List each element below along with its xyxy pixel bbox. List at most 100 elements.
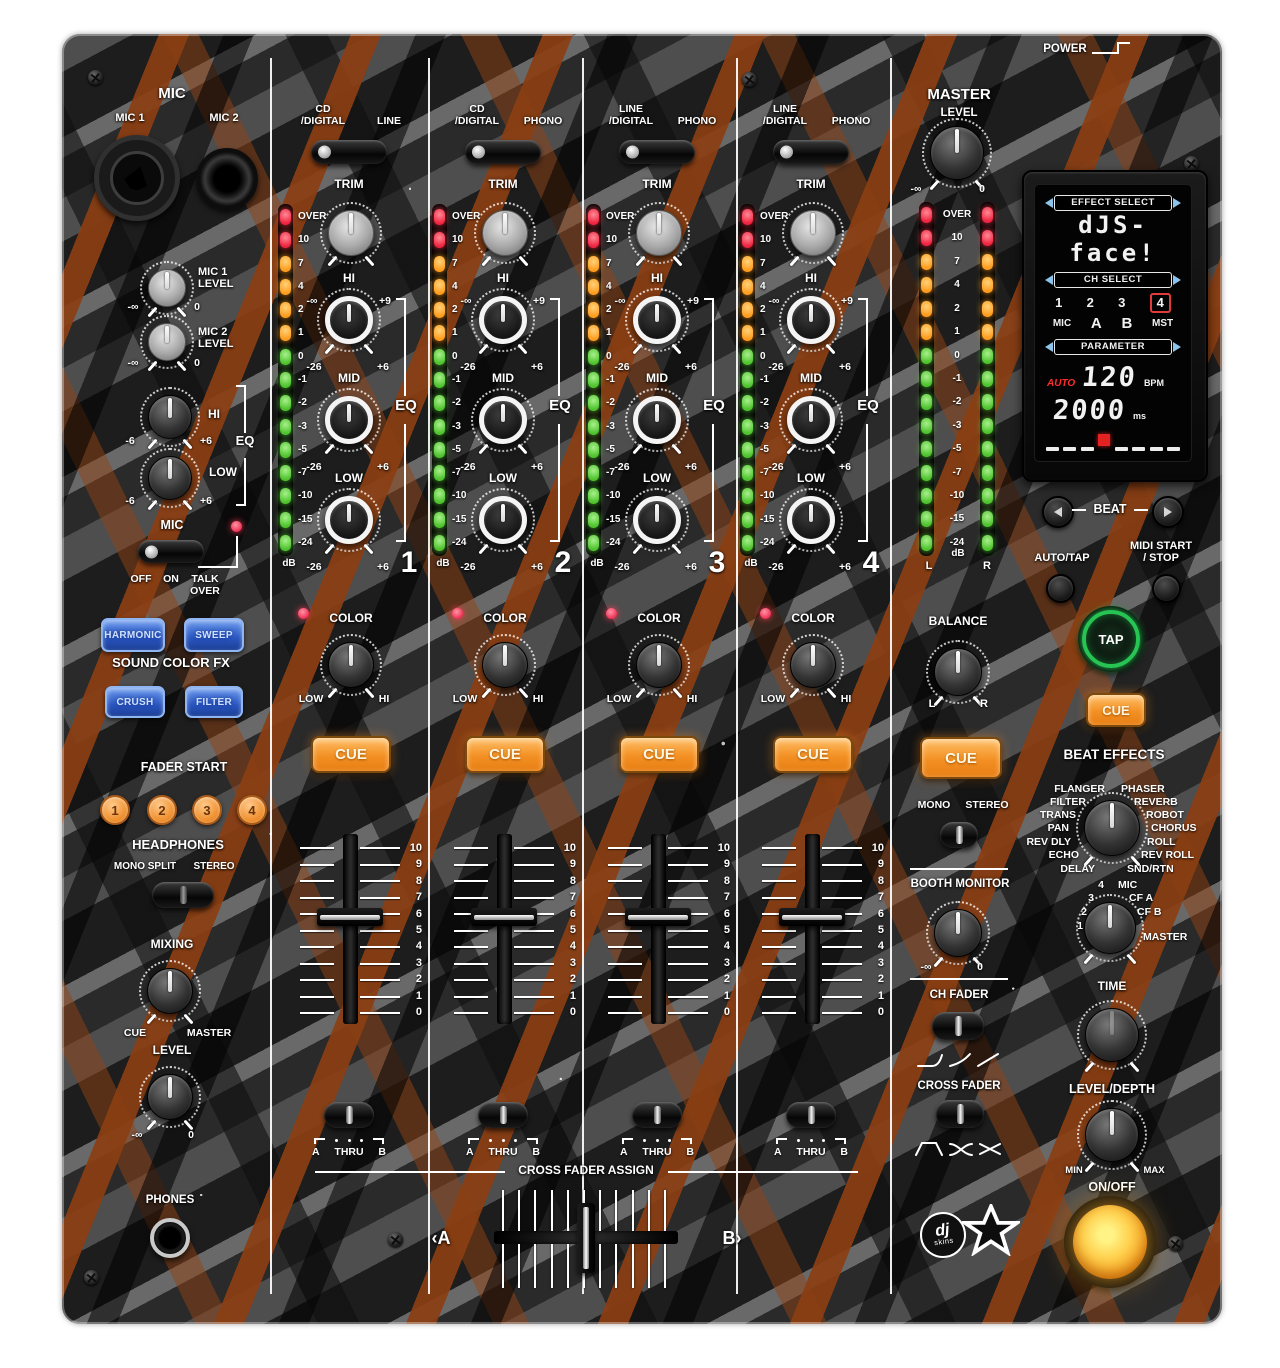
- input-source-left-label: LINE /DIGITAL: [608, 103, 654, 127]
- meter-scale-label: 2: [760, 304, 766, 316]
- eq-hi-knob[interactable]: [317, 288, 381, 355]
- crossfader-assign-switch[interactable]: [632, 1102, 682, 1128]
- mixing-knob[interactable]: [139, 960, 201, 1025]
- channel-level-meter: [278, 204, 293, 556]
- mic-onoff-switch[interactable]: [138, 540, 204, 563]
- fader-start-3[interactable]: 3: [192, 795, 222, 825]
- mic1-level-knob[interactable]: [140, 261, 194, 318]
- color-knob[interactable]: [474, 634, 536, 699]
- trim-knob[interactable]: [474, 202, 536, 267]
- crossfader-assign-switch[interactable]: [478, 1102, 528, 1128]
- midi-start-stop-button[interactable]: [1152, 574, 1181, 603]
- effects-cue-button[interactable]: CUE: [1086, 693, 1146, 727]
- eq-low-max: +6: [839, 561, 851, 573]
- meter-led: [280, 488, 291, 505]
- crossfader-cap[interactable]: [577, 1203, 595, 1273]
- mic-hi-knob[interactable]: [140, 387, 200, 450]
- hp-level-knob[interactable]: [139, 1066, 201, 1131]
- mic2-level-knob[interactable]: [140, 315, 194, 372]
- fader-start-2[interactable]: 2: [147, 795, 177, 825]
- color-knob[interactable]: [628, 634, 690, 699]
- level-depth-knob[interactable]: [1077, 1100, 1147, 1173]
- headphones-mode-switch[interactable]: [152, 882, 214, 908]
- channel-level-meter: [432, 204, 447, 556]
- eq-mid-knob[interactable]: [471, 388, 535, 455]
- beat-effect-selector-knob[interactable]: [1076, 792, 1148, 867]
- effect-select-header: EFFECT SELECT: [1045, 195, 1181, 211]
- beat-increase-button[interactable]: [1152, 496, 1184, 528]
- mic2-jack[interactable]: [196, 148, 258, 210]
- assign-a: A: [1090, 315, 1102, 333]
- cue-button[interactable]: CUE: [773, 736, 853, 773]
- fader-start-1[interactable]: 1: [100, 795, 130, 825]
- eq-low-knob[interactable]: [471, 488, 535, 555]
- effect-on-off-button[interactable]: [1064, 1196, 1156, 1288]
- trim-knob[interactable]: [320, 202, 382, 267]
- mic1-min: -∞: [127, 301, 139, 313]
- ch-fader-curve-switch[interactable]: [932, 1012, 984, 1040]
- eq-bracket-label: EQ: [857, 397, 879, 414]
- mono-stereo-switch[interactable]: [940, 822, 978, 848]
- eq-mid-knob[interactable]: [779, 388, 843, 455]
- cross-fader-curve-switch[interactable]: [936, 1100, 984, 1128]
- color-min: LOW: [298, 693, 324, 705]
- channel-fader-cap[interactable]: [471, 908, 537, 926]
- channel-fader-track[interactable]: [805, 834, 820, 1024]
- color-knob[interactable]: [320, 634, 382, 699]
- time-knob[interactable]: [1077, 1000, 1147, 1073]
- input-select-switch[interactable]: [773, 140, 849, 164]
- trim-knob[interactable]: [782, 202, 844, 267]
- effect-channel-selector-knob[interactable]: [1076, 894, 1144, 965]
- fader-start-4[interactable]: 4: [237, 795, 267, 825]
- eq-mid-knob[interactable]: [625, 388, 689, 455]
- eq-low-knob[interactable]: [317, 488, 381, 555]
- eq-low-knob[interactable]: [779, 488, 843, 555]
- eq-low-knob[interactable]: [625, 488, 689, 555]
- master-cue-button[interactable]: CUE: [920, 737, 1002, 779]
- beat-decrease-button[interactable]: [1042, 496, 1074, 528]
- channel-fader-track[interactable]: [497, 834, 512, 1024]
- input-select-switch[interactable]: [465, 140, 541, 164]
- input-select-switch[interactable]: [619, 140, 695, 164]
- eq-hi-knob[interactable]: [779, 288, 843, 355]
- channel-fader-cap[interactable]: [317, 908, 383, 926]
- channel-fader-track[interactable]: [651, 834, 666, 1024]
- ch-3: 3: [1118, 295, 1126, 311]
- selector-option-label: ROLL: [1147, 836, 1176, 848]
- trim-knob[interactable]: [628, 202, 690, 267]
- meter-scale-label: 4: [760, 280, 766, 292]
- meter-scale-label: -7: [606, 467, 615, 479]
- tap-label: TAP: [1098, 631, 1124, 647]
- color-knob[interactable]: [782, 634, 844, 699]
- fader-ticks: [454, 847, 488, 1014]
- crossfader-assign-switch[interactable]: [786, 1102, 836, 1128]
- auto-tap-button[interactable]: [1046, 574, 1075, 603]
- filter-button[interactable]: FILTER: [185, 686, 243, 718]
- mic-low-knob[interactable]: [140, 448, 200, 511]
- sweep-button[interactable]: SWEEP: [184, 618, 244, 652]
- mic1-xlr-jack[interactable]: [94, 135, 180, 221]
- booth-monitor-knob[interactable]: [926, 901, 990, 968]
- cue-button[interactable]: CUE: [311, 736, 391, 773]
- cue-button[interactable]: CUE: [619, 736, 699, 773]
- input-select-switch[interactable]: [311, 140, 387, 164]
- meter-scale-label: -1: [952, 372, 962, 384]
- channel-fader-track[interactable]: [343, 834, 358, 1024]
- eq-hi-knob[interactable]: [471, 288, 535, 355]
- channel-fader-cap[interactable]: [779, 908, 845, 926]
- crossfader-assign-switch[interactable]: [324, 1102, 374, 1128]
- harmonic-button[interactable]: HARMONIC: [101, 618, 165, 652]
- channel-fader-cap[interactable]: [625, 908, 691, 926]
- master-level-knob[interactable]: [922, 118, 992, 191]
- eq-bracket: [396, 298, 406, 396]
- crush-button[interactable]: CRUSH: [105, 686, 165, 718]
- balance-knob[interactable]: [926, 640, 990, 707]
- cue-button[interactable]: CUE: [465, 736, 545, 773]
- tap-button[interactable]: TAP: [1078, 606, 1144, 672]
- meter-led: [280, 209, 291, 225]
- phones-jack[interactable]: [150, 1218, 190, 1258]
- eq-hi-knob[interactable]: [625, 288, 689, 355]
- eq-mid-knob[interactable]: [317, 388, 381, 455]
